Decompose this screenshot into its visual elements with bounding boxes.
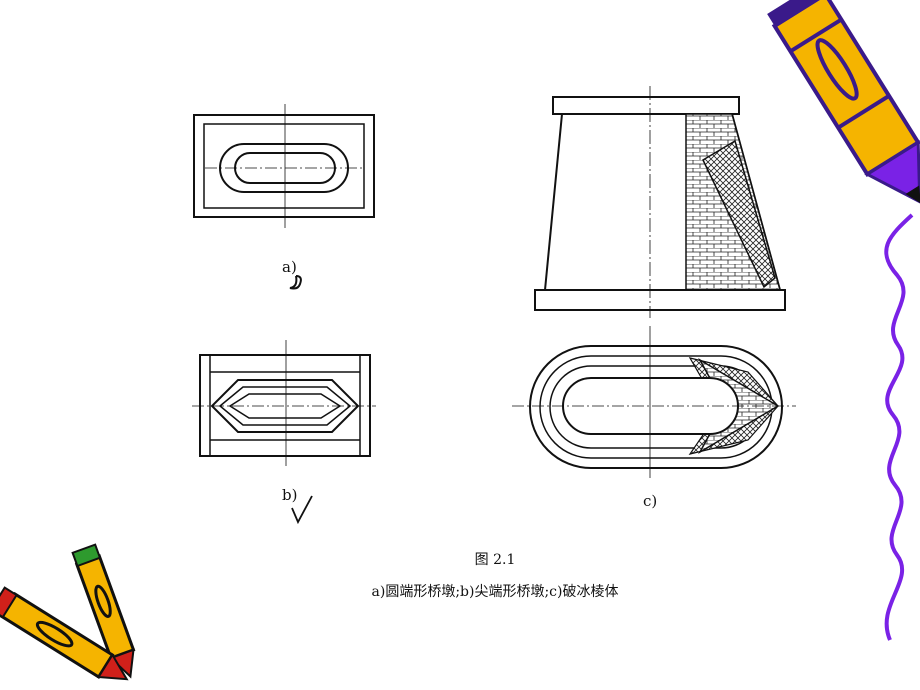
check-mark-icon [289,275,302,290]
ice-breaker-plan [512,326,796,478]
figure-caption-title: 图 2.1 [474,552,516,568]
figure-label-a: a) [282,258,297,276]
pier-round-end-plan [193,104,375,228]
ice-breaker-elevation [534,86,786,318]
pencil-icon [767,0,920,205]
check-mark-icon [291,495,313,525]
wavy-border-icon [884,213,914,641]
pier-pointed-end-plan [192,340,376,466]
crossed-pencils-icon [0,543,136,681]
figure-label-c: c) [643,492,658,510]
figure-caption-text: a)圆端形桥墩;b)尖端形桥墩;c)破冰棱体 [371,584,619,600]
figure-label-b: b) [282,486,298,504]
